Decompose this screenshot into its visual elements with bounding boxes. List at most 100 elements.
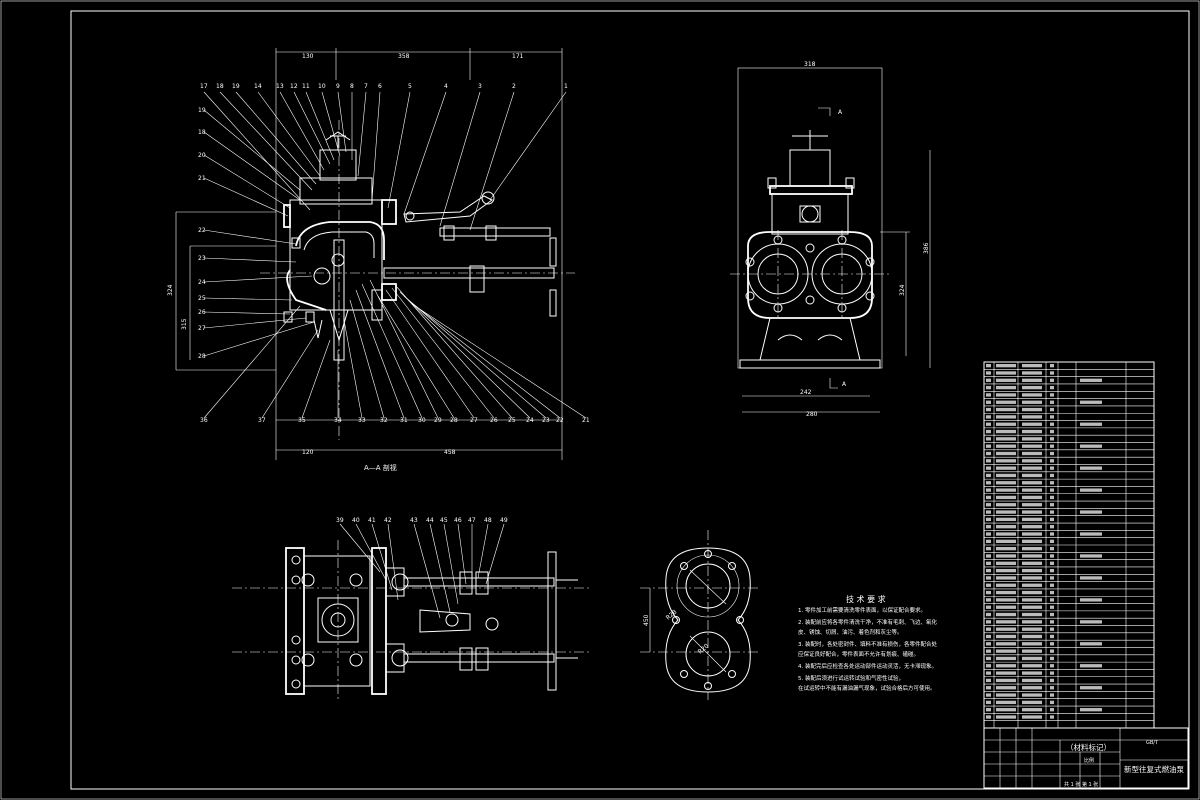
svg-text:22: 22	[556, 417, 564, 424]
svg-text:31: 31	[400, 417, 408, 424]
parts-list-cell-mark	[1050, 488, 1054, 492]
parts-list-cell-mark	[1022, 466, 1042, 470]
parts-list-cell-mark	[1050, 429, 1054, 434]
parts-list-cell-mark	[1050, 532, 1054, 536]
dim-386-right: 386	[923, 242, 930, 254]
parts-list-cell-mark	[1050, 590, 1054, 595]
parts-list-cell-mark	[1050, 620, 1054, 624]
parts-list-cell-mark	[1050, 671, 1054, 675]
parts-list-cell-mark	[996, 576, 1016, 580]
parts-list-cell-mark	[986, 561, 991, 565]
parts-list-cell-mark	[1050, 415, 1054, 419]
dim-324-right: 324	[899, 284, 906, 296]
parts-list-cell-mark	[996, 693, 1016, 697]
side-view: 318 324 386 242 280 A A	[730, 61, 931, 418]
parts-list-cell-mark	[1080, 708, 1102, 712]
parts-list-cell-mark	[1022, 385, 1042, 390]
parts-list-cell-mark	[986, 671, 991, 675]
parts-list-cell-mark	[1022, 495, 1042, 500]
parts-list-cell-mark	[1050, 715, 1054, 719]
parts-list-cell-mark	[1050, 583, 1054, 587]
svg-text:37: 37	[258, 417, 266, 424]
parts-list-cell-mark	[1080, 642, 1102, 646]
parts-list-cell-mark	[1080, 686, 1102, 690]
parts-list-cell-mark	[996, 429, 1016, 434]
parts-list-cell-mark	[996, 547, 1016, 551]
parts-list-cell-mark	[986, 422, 991, 426]
parts-list-cell-mark	[996, 525, 1016, 529]
parts-list-cell-mark	[996, 656, 1016, 661]
parts-list-cell-mark	[1080, 598, 1102, 602]
parts-list-cell-mark	[1080, 422, 1102, 426]
parts-list-cell-mark	[986, 708, 991, 712]
dim-358: 358	[398, 53, 410, 60]
parts-list-cell-mark	[1022, 686, 1042, 690]
svg-text:23: 23	[542, 417, 550, 424]
svg-text:18: 18	[198, 129, 206, 136]
parts-list-cell-mark	[996, 642, 1016, 646]
parts-list-cell-mark	[986, 459, 991, 463]
parts-list-cell-mark	[986, 627, 991, 631]
parts-list-cell-mark	[986, 554, 991, 558]
inner-frame	[70, 10, 1190, 790]
parts-list-cell-mark	[1022, 473, 1042, 478]
plan-view: 39 40 41 42 43 44 45 46 47 48 49	[232, 517, 590, 700]
parts-list-cell-mark	[986, 686, 991, 690]
svg-text:22: 22	[198, 227, 206, 234]
tech-item-5: 应保证良好配合，零件表面不允许有划痕、磕碰。	[798, 650, 919, 658]
parts-list-cell-mark	[1050, 400, 1054, 404]
parts-list-cell-mark	[986, 364, 991, 368]
parts-list-cell-mark	[986, 634, 991, 639]
svg-text:48: 48	[484, 517, 492, 524]
parts-list-cell-mark	[986, 576, 991, 580]
tech-item-7: 5. 装配后须进行试运转试验和气密性试验，	[798, 674, 904, 682]
parts-list-cell-mark	[1022, 488, 1042, 492]
parts-list-cell-mark	[996, 444, 1016, 448]
svg-text:39: 39	[336, 517, 344, 524]
parts-list-cell-mark	[1050, 466, 1054, 470]
svg-text:40: 40	[352, 517, 360, 524]
parts-list-cell-mark	[996, 620, 1016, 624]
parts-list-cell-mark	[996, 708, 1016, 712]
parts-list-cell-mark	[1050, 525, 1054, 529]
drawing-code: GB/T	[1146, 740, 1159, 746]
svg-text:35: 35	[298, 417, 306, 424]
parts-list-cell-mark	[996, 605, 1016, 609]
leader-labels-top: 17 18 19 14 13 12 11 10 9 8 7 6 5 4 3 2 …	[200, 83, 568, 90]
parts-list-cell-mark	[1050, 561, 1054, 565]
parts-list-cell-mark	[986, 385, 991, 390]
parts-list-cell-mark	[986, 620, 991, 624]
parts-list-cell-mark	[986, 517, 991, 522]
parts-list-cell-mark	[996, 627, 1016, 631]
svg-text:1: 1	[564, 83, 568, 90]
parts-list-cell-mark	[1050, 576, 1054, 580]
parts-list-cell-mark	[1022, 605, 1042, 609]
parts-list-cell-mark	[986, 393, 991, 397]
parts-list-cell-mark	[1022, 708, 1042, 712]
parts-list-cell-mark	[986, 400, 991, 404]
parts-list-cell-mark	[1080, 510, 1102, 514]
parts-list-cell-mark	[986, 488, 991, 492]
parts-list-cell-mark	[986, 612, 991, 617]
drawing-name: 新型往复式燃油泵	[1124, 764, 1184, 774]
parts-list-cell-mark	[996, 671, 1016, 675]
dim-450-flange: 450	[643, 614, 650, 626]
parts-list-cell-mark	[986, 598, 991, 602]
parts-list-cell-mark	[986, 378, 991, 382]
svg-text:21: 21	[198, 175, 206, 182]
svg-text:8: 8	[350, 83, 354, 90]
svg-text:47: 47	[468, 517, 476, 524]
parts-list-cell-mark	[1022, 656, 1042, 661]
leader-labels-left: 19 18 20 21 22 23 24 25 26 27 28	[198, 107, 206, 360]
parts-list-cell-mark	[1080, 444, 1102, 448]
parts-list-cell-mark	[996, 612, 1016, 617]
parts-list-cell-mark	[1050, 444, 1054, 448]
parts-list-cell-mark	[1022, 400, 1042, 404]
svg-text:18: 18	[216, 83, 224, 90]
parts-list-cell-mark	[1080, 466, 1102, 470]
svg-text:25: 25	[508, 417, 516, 424]
tech-item-8: 在试运转中不能有漏油漏气现象，试验合格后方可使用。	[798, 684, 936, 692]
parts-list-cell-mark	[1022, 700, 1042, 705]
svg-text:19: 19	[232, 83, 240, 90]
